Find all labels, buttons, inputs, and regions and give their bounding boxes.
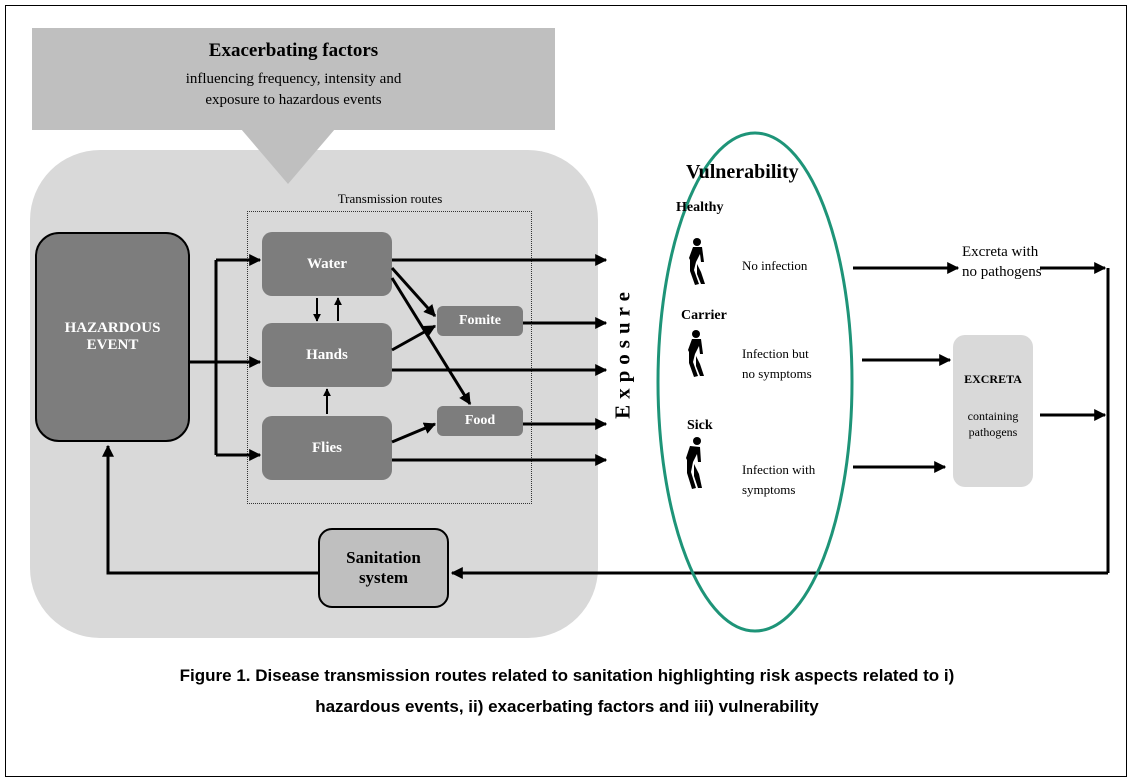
hazardous-event-box: HAZARDOUS EVENT (35, 232, 190, 442)
hands-label: Hands (306, 346, 348, 363)
transmission-routes-box (247, 211, 532, 504)
fomite-box: Fomite (437, 306, 523, 336)
exacerbating-title: Exacerbating factors (208, 40, 379, 61)
figure-frame (5, 5, 1127, 777)
caption-line2: hazardous events, ii) exacerbating facto… (315, 697, 819, 716)
exacerbating-line1: influencing frequency, intensity and (185, 71, 402, 87)
food-label: Food (464, 413, 496, 428)
exposure-label: Exposure (610, 286, 635, 419)
fomite-label: Fomite (459, 313, 501, 328)
hazard-line1: HAZARDOUS (64, 320, 161, 336)
excreta-title: EXCRETA (964, 372, 1022, 386)
sick-label: Sick (687, 418, 713, 433)
hazard-line2: EVENT (86, 337, 139, 353)
flies-box: Flies (262, 416, 392, 480)
excreta-line1: containing (967, 409, 1019, 423)
sick-desc-2: symptoms (742, 482, 796, 497)
carrier-desc-1: Infection but (742, 346, 809, 361)
excreta-line2: pathogens (968, 425, 1018, 439)
exacerbating-banner (32, 28, 555, 130)
excreta-box (953, 335, 1033, 487)
excreta-clean-line1: Excreta with (962, 244, 1039, 260)
healthy-label: Healthy (676, 200, 724, 215)
exacerbating-arrow-stem (264, 128, 312, 132)
carrier-desc-2: no symptoms (742, 366, 812, 381)
carrier-label: Carrier (681, 308, 727, 323)
excreta-clean-line2: no pathogens (962, 264, 1042, 280)
water-label: Water (307, 255, 347, 272)
sick-desc-1: Infection with (742, 462, 816, 477)
transmission-routes-title: Transmission routes (337, 191, 443, 206)
exacerbating-arrow (241, 129, 335, 184)
sanitation-line1: Sanitation (346, 548, 421, 567)
sanitation-line2: system (358, 568, 409, 587)
caption-line1: Figure 1. Disease transmission routes re… (179, 666, 955, 685)
healthy-desc: No infection (742, 258, 808, 273)
flies-label: Flies (312, 439, 342, 456)
vulnerability-title: Vulnerability (686, 161, 799, 183)
food-box: Food (437, 406, 523, 436)
water-box: Water (262, 232, 392, 296)
sanitation-system-box: Sanitation system (318, 528, 449, 608)
hands-box: Hands (262, 323, 392, 387)
exacerbating-line2: exposure to hazardous events (205, 92, 382, 108)
